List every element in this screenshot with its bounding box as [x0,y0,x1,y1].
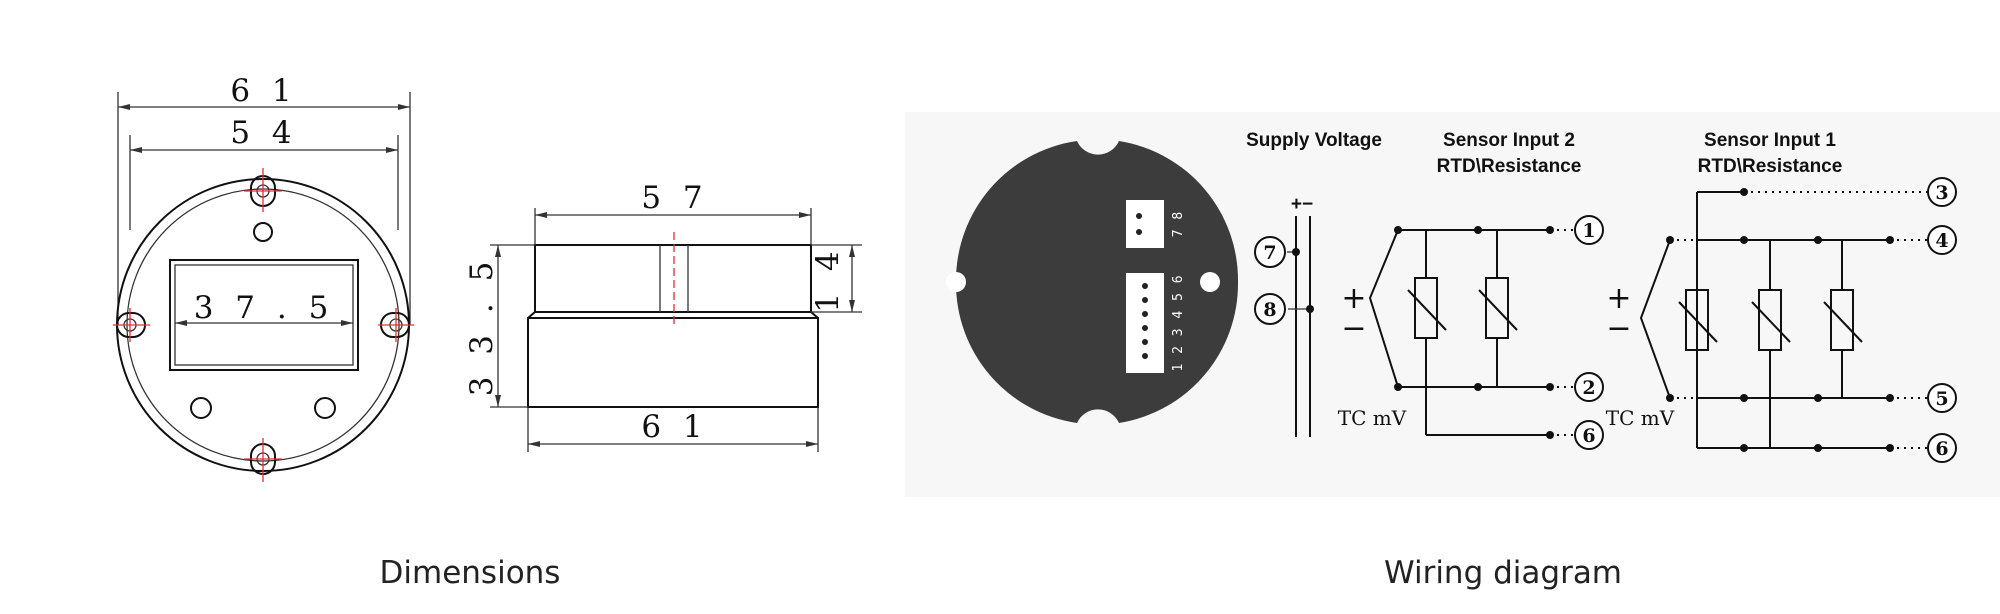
sensor2-tc-label: TC mV [1338,406,1407,430]
sensor2-plus: + [1341,281,1366,316]
side-view-drawing [490,208,862,452]
front-dim-54: 5 4 [230,115,297,151]
sensor-input-2-subheader: RTD\Resistance [1437,156,1582,177]
side-dim-57: 5 7 [641,180,708,216]
pin-3-label: 3 [1935,182,1948,204]
pin-7-label: 7 [1263,242,1276,264]
front-dim-61: 6 1 [230,73,297,109]
pin-4-label: 4 [1935,230,1948,252]
window-dim-37-5: 3 7 . 5 [194,290,335,326]
supply-polarity-label: +− [1291,194,1313,215]
side-dim-14: 1 4 [810,245,846,312]
pin-6-label-input2: 6 [1582,425,1595,447]
side-dim-61: 6 1 [641,409,708,445]
pin-1-label: 1 [1582,220,1595,242]
pcb-terminal-78-label: 7 8 [1171,211,1186,237]
pcb-terminal-123456-label: 1 2 3 4 5 6 [1171,274,1186,371]
front-view-drawing [113,92,414,482]
sensor1-minus: − [1606,311,1631,346]
sensor-input-1-header: Sensor Input 1 [1704,130,1836,151]
pin-2-label: 2 [1582,377,1595,399]
dimensions-caption: Dimensions [380,555,561,591]
sensor2-minus: − [1341,311,1366,346]
side-dim-33-5: 3 3 . 5 [464,256,500,397]
sensor1-tc-label: TC mV [1606,406,1675,430]
pin-5-label: 5 [1935,388,1948,410]
sensor-input-2-header: Sensor Input 2 [1443,130,1575,151]
sensor1-plus: + [1606,281,1631,316]
pin-6-label-input1: 6 [1935,438,1948,460]
pcb-board [946,141,1239,423]
sensor-input-2-wiring [1368,215,1604,450]
supply-voltage-header: Supply Voltage [1246,130,1382,151]
sensor-input-1-wiring [1639,177,1957,463]
pin-8-label: 8 [1263,299,1276,321]
sensor-input-1-subheader: RTD\Resistance [1698,156,1843,177]
supply-voltage-wiring [1254,216,1314,437]
wiring-diagram-caption: Wiring diagram [1384,555,1622,591]
